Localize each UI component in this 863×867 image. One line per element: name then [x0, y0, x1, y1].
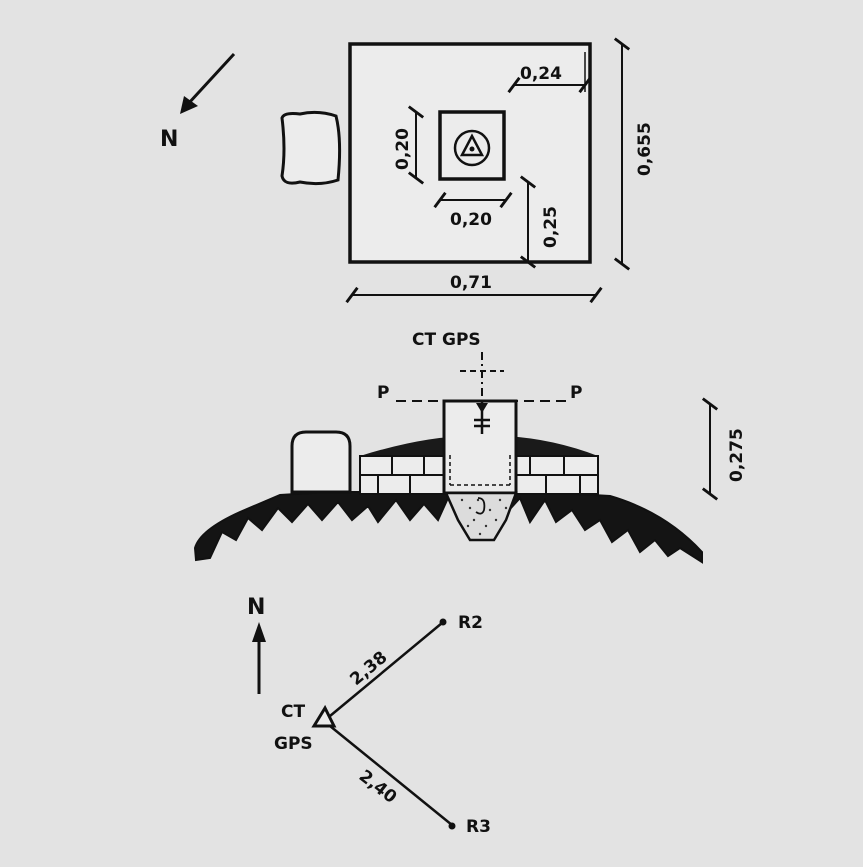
pillar-footing	[444, 491, 518, 542]
dim-outer-height: 0,655	[635, 122, 655, 176]
section-side-stone	[290, 430, 352, 494]
ties-north-label: N	[247, 595, 265, 620]
reference-ties: N CT GPS R2 2,38 R3 2,40	[247, 595, 491, 837]
dim-inner-height: 0,20	[393, 128, 413, 170]
dim-section-height: 0,275	[727, 428, 747, 482]
plan-north-arrow	[180, 52, 236, 114]
plane-label-left: P	[377, 383, 389, 403]
benchmark-circle	[453, 129, 491, 167]
station-label-line2: GPS	[274, 734, 313, 754]
plan-inner-block	[438, 110, 506, 181]
ref-point-r2	[439, 618, 447, 626]
dim-top-offset: 0,24	[520, 64, 562, 84]
ref-dist-r3: 2,40	[355, 766, 401, 808]
plane-label-right: P	[570, 383, 582, 403]
tie-line-r2	[329, 622, 443, 717]
ties-north-arrow	[252, 622, 266, 694]
tie-line-r3	[329, 725, 453, 826]
ref-label-r3: R3	[466, 817, 491, 837]
section-view: CT GPS P P	[193, 330, 747, 564]
ref-label-r2: R2	[458, 613, 483, 633]
ground-surface	[193, 491, 703, 564]
dim-bottom-offset: 0,25	[541, 206, 561, 248]
station-label-line1: CT	[281, 702, 305, 722]
plan-side-stone	[280, 110, 342, 186]
benchmark-pin-icon	[474, 401, 490, 434]
ref-point-r3	[448, 822, 456, 830]
dim-inner-width: 0,20	[450, 210, 492, 230]
plan-north-label: N	[160, 127, 178, 152]
plan-view: N 0,24 0,20 0,20 0,25 0,655 0,71	[160, 37, 655, 304]
dim-outer-width: 0,71	[450, 273, 492, 293]
station-triangle-icon	[311, 704, 337, 728]
section-title: CT GPS	[412, 330, 481, 350]
concrete-pillar	[442, 399, 518, 495]
benchmark-triangle-icon	[459, 133, 485, 157]
